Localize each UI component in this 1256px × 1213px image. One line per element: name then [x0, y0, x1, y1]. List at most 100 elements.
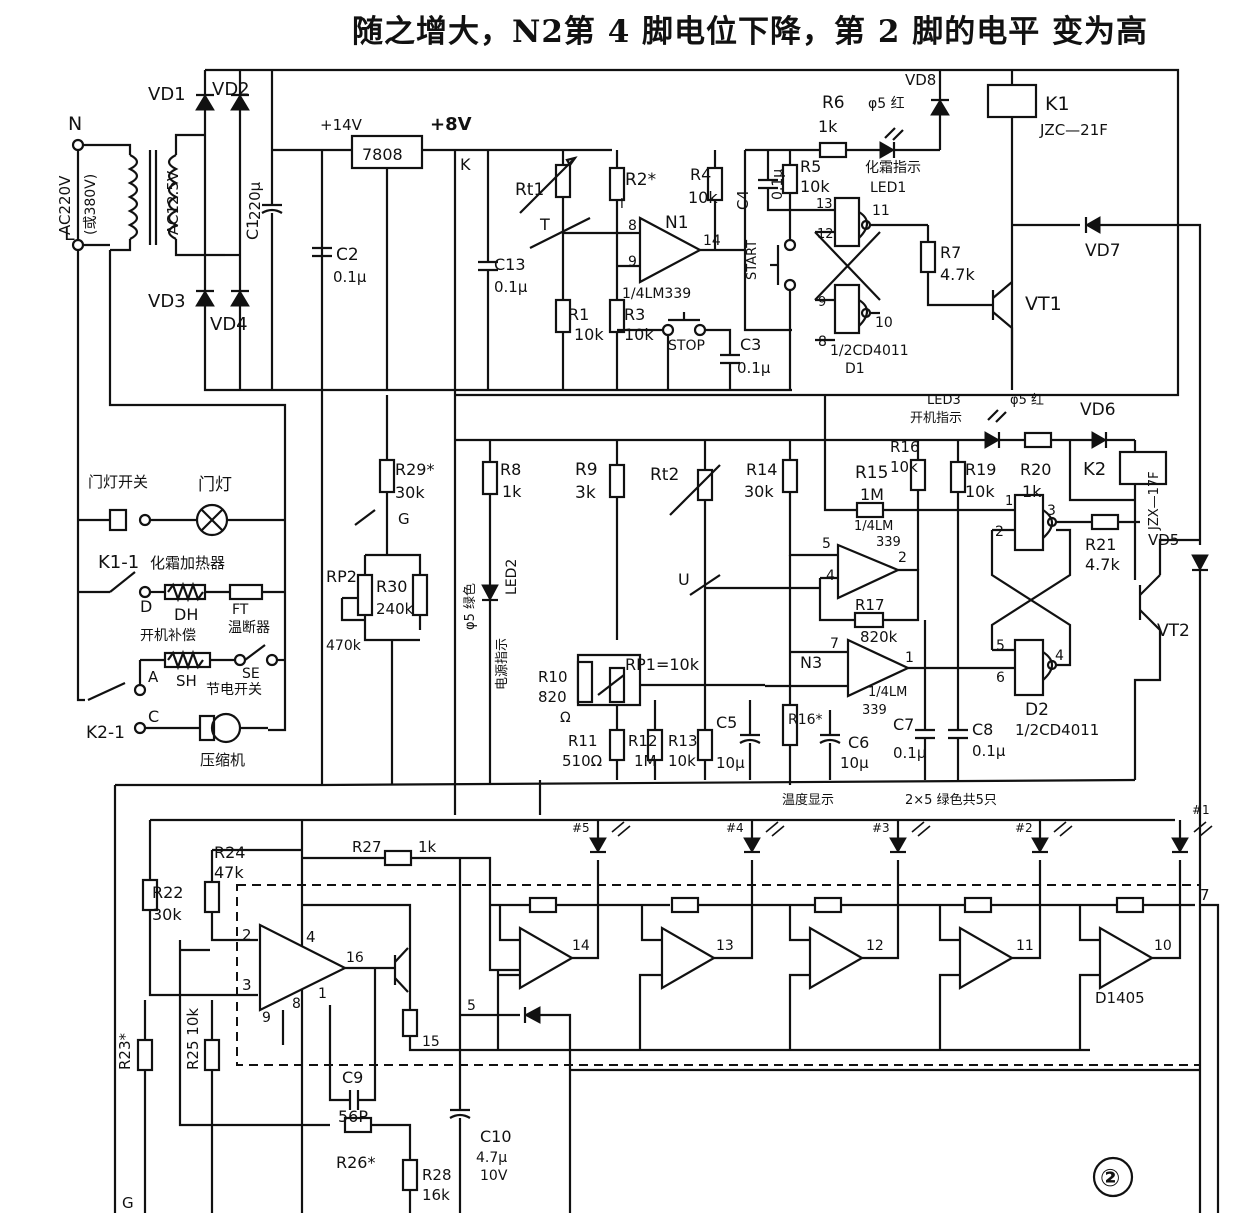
- label: VD2: [212, 79, 250, 100]
- label: Rt1: [515, 180, 544, 200]
- label: #5: [572, 821, 590, 835]
- label: 4: [826, 568, 835, 584]
- label: 5: [822, 536, 831, 552]
- label: G: [398, 510, 410, 528]
- label: 4: [306, 928, 316, 946]
- label: 1M: [634, 752, 657, 770]
- label: D1405: [1095, 989, 1145, 1007]
- label: R4: [690, 165, 711, 184]
- label: 14: [703, 233, 721, 249]
- label: +14V: [320, 116, 363, 134]
- label: AC220V: [56, 175, 74, 235]
- label: 1: [1005, 494, 1013, 509]
- label: 10k: [624, 325, 654, 344]
- label: 3: [242, 976, 252, 994]
- label: R21: [1085, 535, 1116, 554]
- label: LED1: [870, 180, 906, 196]
- label: 10k: [965, 482, 995, 501]
- label: 门灯: [198, 475, 232, 495]
- label: #3: [872, 821, 890, 835]
- label: R30: [376, 577, 407, 596]
- label: 7808: [362, 145, 403, 164]
- label: 6: [996, 670, 1005, 686]
- label: 10V: [480, 1168, 508, 1184]
- label: R28: [422, 1166, 452, 1184]
- label: R7: [940, 243, 961, 262]
- label: C10: [480, 1127, 512, 1146]
- label: 2: [242, 926, 252, 944]
- label: R8: [500, 460, 521, 479]
- label: R1: [568, 305, 589, 324]
- label: K1-1: [98, 552, 139, 573]
- label: C1: [243, 219, 262, 240]
- label: START: [745, 240, 760, 280]
- label: 15: [422, 1034, 440, 1050]
- label: VD1: [148, 84, 186, 105]
- label: 9: [628, 254, 637, 270]
- label: 8: [292, 996, 301, 1012]
- label: R24: [214, 843, 245, 862]
- label: 10k: [890, 458, 918, 476]
- label: #4: [726, 821, 744, 835]
- label: VD6: [1080, 400, 1116, 420]
- label: R12: [628, 732, 658, 750]
- label: K1: [1045, 93, 1070, 115]
- label: 10μ: [716, 754, 745, 772]
- label: 门灯开关: [88, 473, 148, 491]
- label: 开机指示: [910, 411, 962, 426]
- label: A: [148, 668, 159, 686]
- label: VD7: [1085, 241, 1121, 261]
- label: #1: [1192, 803, 1210, 817]
- label: 2: [995, 524, 1004, 540]
- label: 7: [1200, 886, 1210, 904]
- label: 11: [1016, 938, 1034, 954]
- label: 11: [872, 203, 890, 219]
- label: 30k: [744, 482, 774, 501]
- label: 4: [1055, 648, 1064, 664]
- label: R10: [538, 668, 568, 686]
- label: 470k: [326, 638, 362, 654]
- label: LED2: [504, 559, 520, 595]
- label: 化霜加热器: [150, 554, 225, 572]
- label: Rt2: [650, 465, 679, 485]
- labels: N L AC220V (或380V) AC12.5V VD1 VD2 VD3 V…: [56, 71, 1210, 1212]
- label: 9: [818, 295, 826, 310]
- label: R25 10k: [184, 1008, 202, 1070]
- label: 0.1μ: [770, 169, 786, 200]
- label: T: [539, 215, 550, 234]
- label: 14: [572, 938, 590, 954]
- label: 13: [816, 197, 833, 212]
- label: C7: [893, 715, 914, 734]
- label: 温度显示: [782, 792, 834, 808]
- label: R22: [152, 883, 183, 902]
- label: 12: [866, 938, 884, 954]
- label: R16: [890, 438, 920, 456]
- label: D1: [845, 361, 865, 377]
- label: R19: [965, 460, 996, 479]
- label: AC12.5V: [164, 170, 182, 235]
- label: N3: [800, 653, 822, 672]
- label: R6: [822, 93, 845, 113]
- label: 10k: [574, 325, 604, 344]
- label: 1: [905, 650, 914, 666]
- label: 开机补偿: [140, 628, 196, 644]
- label: 10: [1154, 938, 1172, 954]
- label: JZX—17F: [1147, 471, 1162, 531]
- label: C8: [972, 720, 993, 739]
- label: 0.1μ: [737, 359, 771, 377]
- label: 1k: [1022, 482, 1042, 501]
- label: 5: [996, 638, 1005, 654]
- load-section: [78, 503, 285, 744]
- label: C9: [342, 1068, 363, 1087]
- label: 10k: [668, 752, 696, 770]
- label: R9: [575, 460, 598, 480]
- defrost-section: [455, 68, 1202, 545]
- label: 10: [875, 315, 893, 331]
- label: VD4: [210, 314, 248, 335]
- label: 1k: [418, 838, 437, 856]
- label: RP1=10k: [625, 655, 700, 674]
- label: φ5 绿色: [462, 583, 478, 630]
- label: DH: [174, 605, 198, 624]
- label: (或380V): [83, 174, 99, 235]
